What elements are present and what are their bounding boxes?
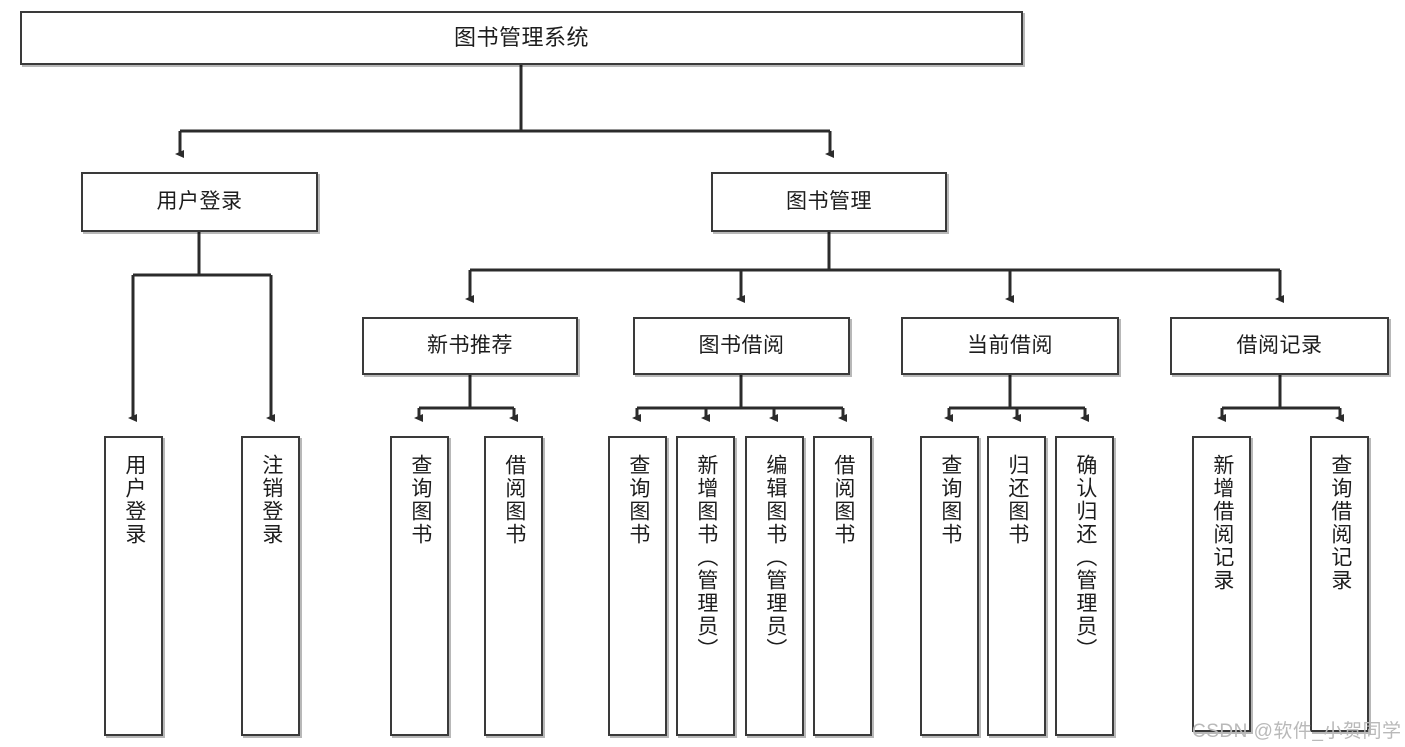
leaf-current-query-book[interactable]: 查询图书: [920, 436, 979, 736]
watermark: CSDN @软件_小贺同学: [1192, 721, 1402, 742]
leaf-borrow-add-book-admin[interactable]: 新增图书（管理员）: [676, 436, 735, 736]
leaf-records-add-record[interactable]: 新增借阅记录: [1192, 436, 1251, 732]
leaf-borrow-borrow-book-label: 借阅图书: [831, 454, 855, 546]
node-borrow-records[interactable]: 借阅记录: [1170, 317, 1389, 375]
leaf-newbook-query-book[interactable]: 查询图书: [390, 436, 449, 736]
node-current-borrow-label: 当前借阅: [967, 334, 1053, 358]
node-new-book-recommend[interactable]: 新书推荐: [362, 317, 578, 375]
leaf-borrow-add-book-admin-label: 新增图书（管理员）: [694, 454, 718, 661]
leaf-current-return-book[interactable]: 归还图书: [987, 436, 1046, 736]
leaf-current-query-book-label: 查询图书: [938, 454, 962, 546]
leaf-borrow-query-book-label: 查询图书: [626, 454, 650, 546]
leaf-newbook-borrow-book-label: 借阅图书: [502, 454, 526, 546]
leaf-current-return-book-label: 归还图书: [1005, 454, 1029, 546]
leaf-borrow-query-book[interactable]: 查询图书: [608, 436, 667, 736]
leaf-user-login[interactable]: 用户登录: [104, 436, 163, 736]
leaf-current-confirm-return-admin[interactable]: 确认归还（管理员）: [1055, 436, 1114, 736]
node-new-book-recommend-label: 新书推荐: [427, 334, 513, 358]
node-user-login-label: 用户登录: [156, 190, 243, 214]
leaf-user-login-label: 用户登录: [122, 454, 146, 546]
leaf-logout-label: 注销登录: [259, 454, 283, 546]
node-root[interactable]: 图书管理系统: [20, 11, 1023, 65]
leaf-newbook-borrow-book[interactable]: 借阅图书: [484, 436, 543, 736]
node-root-label: 图书管理系统: [453, 24, 589, 50]
node-user-login[interactable]: 用户登录: [81, 172, 318, 232]
leaf-newbook-query-book-label: 查询图书: [408, 454, 432, 546]
leaf-borrow-edit-book-admin-label: 编辑图书（管理员）: [763, 454, 787, 661]
node-book-borrow-label: 图书借阅: [698, 334, 785, 358]
node-book-borrow[interactable]: 图书借阅: [633, 317, 850, 375]
leaf-logout[interactable]: 注销登录: [241, 436, 300, 736]
node-current-borrow[interactable]: 当前借阅: [901, 317, 1119, 375]
leaf-records-add-record-label: 新增借阅记录: [1210, 454, 1234, 592]
leaf-borrow-borrow-book[interactable]: 借阅图书: [813, 436, 872, 736]
node-borrow-records-label: 借阅记录: [1236, 334, 1323, 358]
leaf-current-confirm-return-admin-label: 确认归还（管理员）: [1073, 454, 1097, 661]
leaf-records-query-record[interactable]: 查询借阅记录: [1310, 436, 1369, 732]
node-book-management-label: 图书管理: [786, 190, 872, 214]
node-book-management[interactable]: 图书管理: [711, 172, 947, 232]
leaf-records-query-record-label: 查询借阅记录: [1328, 454, 1352, 592]
leaf-borrow-edit-book-admin[interactable]: 编辑图书（管理员）: [745, 436, 804, 736]
